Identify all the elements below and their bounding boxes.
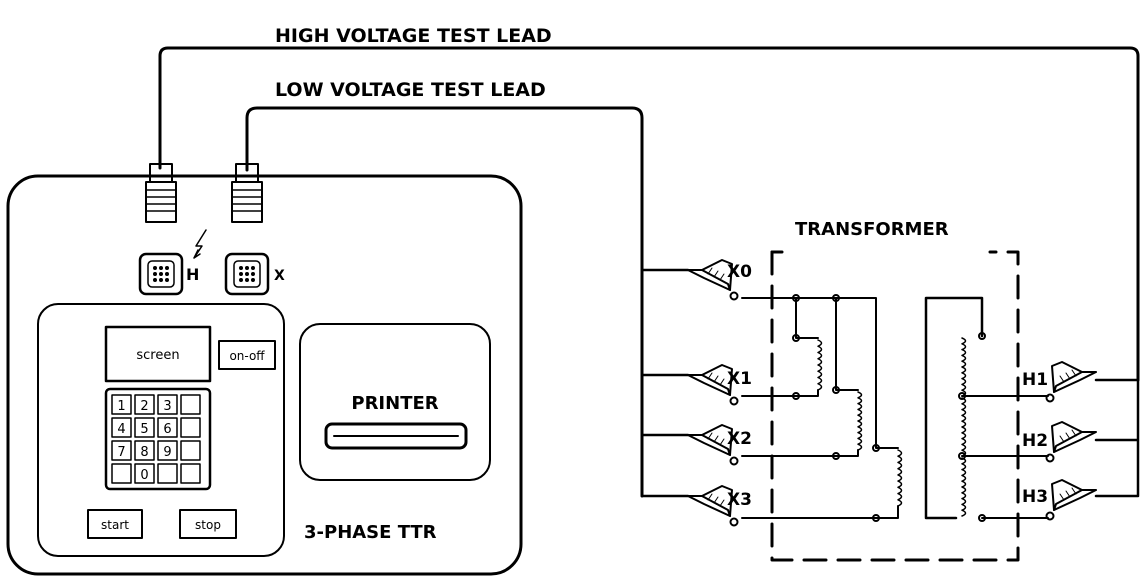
keypad-key-label: 2 [140,399,148,414]
transformer-label: TRANSFORMER [795,219,949,240]
lightning-icon [193,229,207,259]
keypad-key[interactable] [180,417,201,438]
alligator-clamp-icon [687,485,739,527]
keypad-key[interactable]: 3 [157,394,178,415]
high-voltage-coils [961,337,967,517]
high-voltage-winding-wiring [924,296,1049,522]
keypad-key[interactable]: 5 [134,417,155,438]
start-button[interactable] [87,509,143,539]
keypad-key[interactable]: 0 [134,463,155,484]
power-button[interactable] [218,340,276,370]
high-voltage-branch-wires [1094,378,1140,498]
keypad-key[interactable] [157,463,178,484]
control-panel [37,303,285,557]
start-button-label: start [101,518,129,532]
high-voltage-clamps [1045,361,1097,521]
transformer-enclosure [770,250,1020,562]
keypad-key[interactable]: 7 [111,440,132,461]
keypad-key[interactable] [180,394,201,415]
high-voltage-lead-wire [158,46,1140,382]
keypad-key[interactable]: 1 [111,394,132,415]
display-screen-label: screen [136,348,179,363]
low-voltage-lead-wire [245,106,644,498]
stop-button[interactable] [179,509,237,539]
alligator-clamp-icon [687,364,739,406]
keypad-key-label: 7 [117,445,125,460]
terminal-h2-label: H2 [1022,431,1048,451]
low-voltage-plug [231,163,263,223]
low-voltage-lead-label: LOW VOLTAGE TEST LEAD [275,79,546,101]
keypad-key-label: 6 [163,422,171,437]
high-voltage-port[interactable] [138,252,184,296]
terminal-h3-label: H3 [1022,487,1048,507]
low-voltage-clamps [687,259,739,527]
keypad-key[interactable] [111,463,132,484]
keypad-key[interactable]: 8 [134,440,155,461]
high-voltage-port-label: H [186,265,199,284]
terminal-x1-label: X1 [727,369,752,389]
printer-panel [299,323,491,481]
alligator-clamp-icon [1045,479,1097,521]
low-voltage-branch-wires [640,268,690,498]
ttr-device-body [6,174,523,576]
keypad-key-label: 8 [140,445,148,460]
keypad-key-label: 1 [117,399,125,414]
low-voltage-winding-wiring [741,294,899,522]
high-voltage-plug [145,163,177,223]
keypad-key-label: 9 [163,445,171,460]
keypad-key[interactable]: 2 [134,394,155,415]
printer-label: PRINTER [351,393,438,414]
alligator-clamp-icon [687,259,739,301]
low-voltage-port[interactable] [224,252,270,296]
keypad-key-label: 0 [140,468,148,483]
display-screen [104,325,212,383]
keypad-key[interactable]: 4 [111,417,132,438]
low-voltage-port-label: X [274,268,285,284]
high-voltage-lead-label: HIGH VOLTAGE TEST LEAD [275,25,552,47]
keypad-key-label: 4 [117,422,125,437]
printer-slot [324,422,468,450]
alligator-clamp-icon [687,424,739,466]
device-name: 3-PHASE TTR [304,522,437,543]
terminal-h1-label: H1 [1022,370,1048,390]
keypad-key[interactable]: 9 [157,440,178,461]
keypad [104,387,212,491]
keypad-key[interactable]: 6 [157,417,178,438]
keypad-key-label: 5 [140,422,148,437]
terminal-x0-label: X0 [727,262,752,282]
keypad-key[interactable] [180,463,201,484]
alligator-clamp-icon [1045,421,1097,463]
keypad-key-label: 3 [163,399,171,414]
power-button-label: on-off [229,349,265,363]
terminal-x3-label: X3 [727,490,752,510]
terminal-x2-label: X2 [727,429,752,449]
keypad-key[interactable] [180,440,201,461]
stop-button-label: stop [195,518,221,532]
low-voltage-coils [817,339,903,507]
alligator-clamp-icon [1045,361,1097,403]
